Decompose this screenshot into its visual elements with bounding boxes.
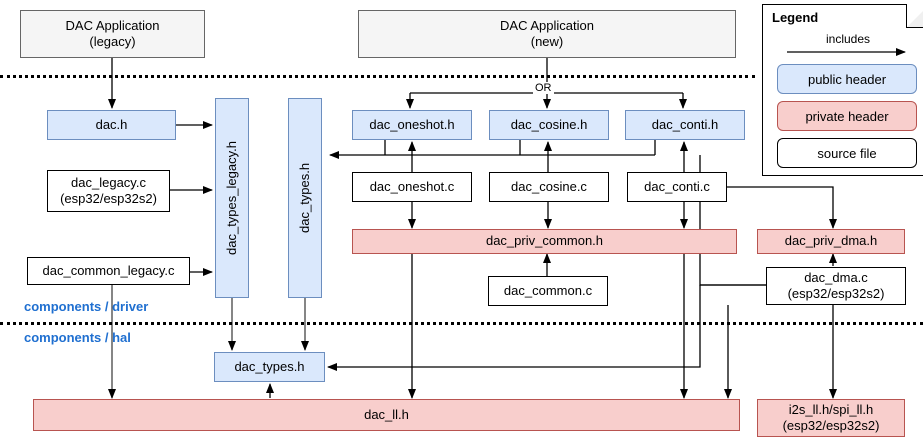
zone-separator-bottom	[0, 322, 923, 325]
node-dac-conti-h[interactable]: dac_conti.h	[625, 110, 745, 140]
folded-corner-icon	[906, 4, 923, 28]
node-dac-cosine-h[interactable]: dac_cosine.h	[489, 110, 609, 140]
node-app-legacy[interactable]: DAC Application (legacy)	[20, 10, 205, 58]
node-dac-legacy-c[interactable]: dac_legacy.c (esp32/esp32s2)	[47, 170, 170, 212]
zone-separator-top	[0, 75, 755, 78]
node-dac-types-h-bottom[interactable]: dac_types.h	[214, 352, 325, 382]
node-dac-dma-c[interactable]: dac_dma.c (esp32/esp32s2)	[766, 267, 906, 305]
legend-panel: Legend includes public header private he…	[762, 4, 923, 176]
node-dac-common-legacy-c[interactable]: dac_common_legacy.c	[27, 257, 190, 285]
legend-includes-label: includes	[825, 32, 871, 46]
legend-title: Legend	[772, 10, 819, 25]
node-dac-h[interactable]: dac.h	[47, 110, 176, 140]
node-app-new[interactable]: DAC Application (new)	[358, 10, 736, 58]
zone-label-driver: components / driver	[24, 299, 149, 314]
legend-public-header-swatch: public header	[777, 64, 917, 94]
node-dac-priv-common-h[interactable]: dac_priv_common.h	[352, 229, 737, 254]
node-i2s-ll-spi-ll-h[interactable]: i2s_ll.h/spi_ll.h (esp32/esp32s2)	[757, 399, 905, 437]
node-dac-cosine-c[interactable]: dac_cosine.c	[489, 172, 609, 202]
node-dac-oneshot-h[interactable]: dac_oneshot.h	[352, 110, 472, 140]
zone-label-hal: components / hal	[24, 330, 131, 345]
legend-source-file-swatch: source file	[777, 138, 917, 168]
node-dac-common-c[interactable]: dac_common.c	[488, 276, 608, 306]
node-dac-conti-c[interactable]: dac_conti.c	[627, 172, 727, 202]
node-dac-types-h-top[interactable]: dac_types.h	[288, 98, 322, 298]
or-label: OR	[533, 82, 554, 94]
node-dac-priv-dma-h[interactable]: dac_priv_dma.h	[757, 229, 905, 254]
legend-private-header-swatch: private header	[777, 101, 917, 131]
node-dac-ll-h[interactable]: dac_ll.h	[33, 399, 740, 431]
node-dac-types-legacy-h[interactable]: dac_types_legacy.h	[215, 98, 249, 298]
legend-includes-arrow-icon	[787, 48, 906, 56]
node-dac-oneshot-c[interactable]: dac_oneshot.c	[352, 172, 472, 202]
